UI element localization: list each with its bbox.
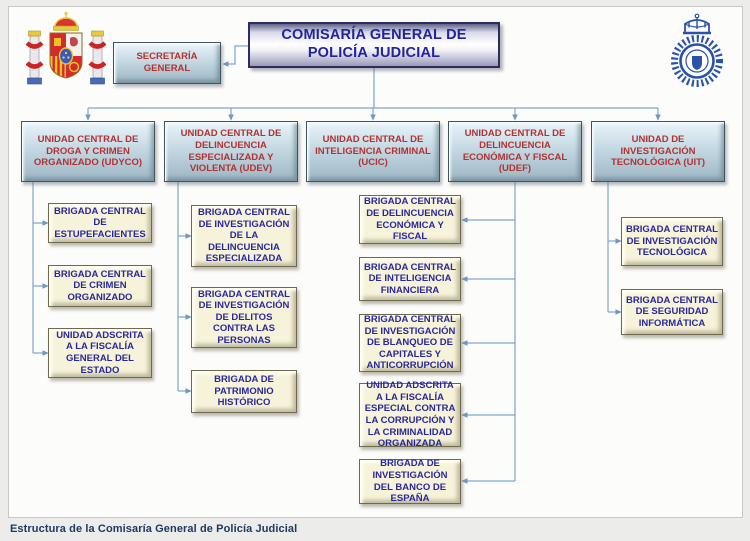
org-node-uit: UNIDAD DE INVESTIGACIÓN TECNOLÓGICA (UIT… — [591, 121, 725, 182]
org-node-brigada-banco-espana: BRIGADA DE INVESTIGACIÓN DEL BANCO DE ES… — [359, 458, 461, 504]
org-node-brigada-delincuencia-especializada: BRIGADA CENTRAL DE INVESTIGACIÓN DE LA D… — [191, 205, 297, 267]
org-node-brigada-inteligencia-financiera: BRIGADA CENTRAL DE INTELIGENCIA FINANCIE… — [359, 257, 461, 301]
org-node-brigada-crimen-organizado: BRIGADA CENTRAL DE CRIMEN ORGANIZADO — [48, 265, 152, 307]
org-node-secretaria-general: SECRETARÍA GENERAL — [113, 42, 221, 84]
org-node-udef: UNIDAD CENTRAL DE DELINCUENCIA ECONÓMICA… — [448, 121, 582, 182]
org-root-title: COMISARÍA GENERAL DE POLICÍA JUDICIAL — [248, 22, 500, 68]
org-node-brigada-estupefacientes: BRIGADA CENTRAL DE ESTUPEFACIENTES — [48, 203, 152, 243]
org-node-brigada-patrimonio-historico: BRIGADA DE PATRIMONIO HISTÓRICO — [191, 370, 297, 413]
org-node-udyco: UNIDAD CENTRAL DE DROGA Y CRIMEN ORGANIZ… — [21, 121, 155, 182]
org-node-brigada-investigacion-tecnologica: BRIGADA CENTRAL DE INVESTIGACIÓN TECNOLÓ… — [621, 217, 723, 266]
org-node-unidad-fiscalia-anticorrupcion: UNIDAD ADSCRITA A LA FISCALÍA ESPECIAL C… — [359, 380, 461, 449]
spain-coat-of-arms-icon — [25, 10, 107, 105]
org-node-brigada-delitos-personas: BRIGADA CENTRAL DE INVESTIGACIÓN DE DELI… — [191, 287, 297, 348]
org-node-udev: UNIDAD CENTRAL DE DELINCUENCIA ESPECIALI… — [164, 121, 298, 182]
org-node-brigada-delincuencia-economica: BRIGADA CENTRAL DE DELINCUENCIA ECONÓMIC… — [359, 195, 461, 244]
org-node-ucic: UNIDAD CENTRAL DE INTELIGENCIA CRIMINAL … — [306, 121, 440, 182]
org-node-brigada-seguridad-informatica: BRIGADA CENTRAL DE SEGURIDAD INFORMÁTICA — [621, 289, 723, 335]
org-node-unidad-fiscalia-general: UNIDAD ADSCRITA A LA FISCALÍA GENERAL DE… — [48, 328, 152, 378]
org-node-brigada-blanqueo-capitales: BRIGADA CENTRAL DE INVESTIGACIÓN DE BLAN… — [359, 314, 461, 372]
chart-caption: Estructura de la Comisaría General de Po… — [10, 523, 298, 535]
national-police-badge-icon — [666, 12, 728, 97]
